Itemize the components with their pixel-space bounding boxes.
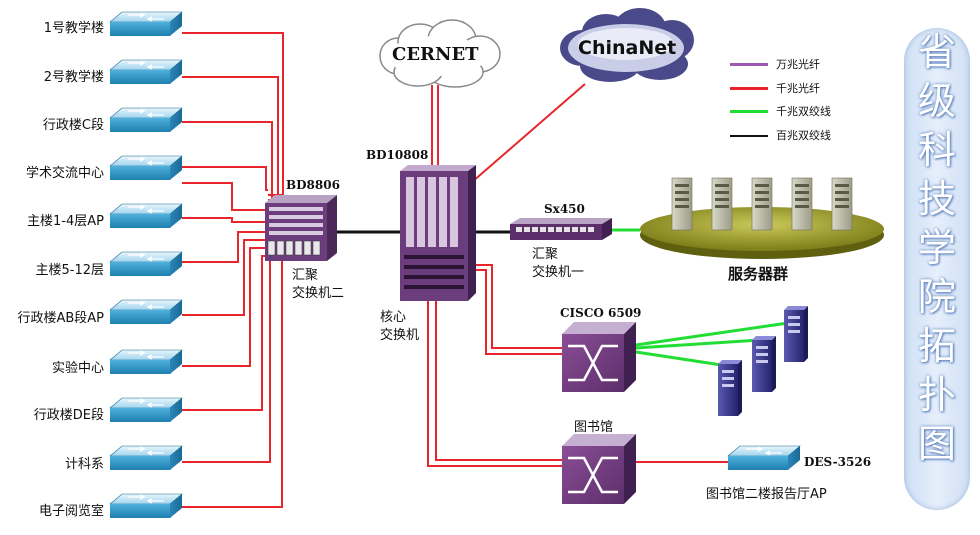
access-switch-icon xyxy=(109,349,183,374)
link-core-cisco xyxy=(472,264,562,355)
access-switch-icon xyxy=(109,397,183,422)
des-3526-label: DES-3526 xyxy=(804,455,872,469)
legend-label: 万兆光纤 xyxy=(776,58,820,71)
core-role-label-2: 交换机 xyxy=(380,328,420,343)
legend-swatch xyxy=(730,63,768,66)
access-label: 2号教学楼 xyxy=(43,70,104,85)
chinanet-cloud xyxy=(560,8,694,82)
link-core-library xyxy=(427,300,562,467)
access-switch-icon xyxy=(109,203,183,228)
access-label: 1号教学楼 xyxy=(43,21,104,36)
bd8806-role-label-2: 交换机二 xyxy=(292,286,345,301)
access-switch-icon xyxy=(109,493,183,518)
bd8806-model-label: BD8806 xyxy=(286,178,340,192)
tower-server-group xyxy=(718,306,808,416)
core-model-label: BD10808 xyxy=(366,148,429,162)
access-switch-icon xyxy=(109,155,183,180)
title-char: 省 xyxy=(917,30,956,74)
access-label: 主楼5-12层 xyxy=(35,263,104,278)
server-icon xyxy=(831,177,853,231)
link-core-chinanet xyxy=(471,83,586,183)
access-switch-icon xyxy=(109,251,183,276)
title-char: 级 xyxy=(917,79,956,123)
server-farm-label: 服务器群 xyxy=(728,265,789,283)
core-switch-device xyxy=(400,165,476,301)
access-label: 行政楼C段 xyxy=(42,118,104,133)
des-location-label: 图书馆二楼报告厅AP xyxy=(706,487,827,502)
title-panel: 省 级 科 技 学 院 拓 扑 图 xyxy=(904,28,970,510)
tower-server-icon xyxy=(718,360,742,416)
bd8806-device xyxy=(265,195,337,261)
access-label: 行政楼AB段AP xyxy=(17,311,104,326)
link-core-cernet xyxy=(431,85,439,165)
tower-server-icon xyxy=(752,336,776,392)
sx450-model-label: Sx450 xyxy=(544,202,585,216)
bd8806-role-label-1: 汇聚 xyxy=(292,268,319,283)
access-switch-icon xyxy=(109,11,183,36)
legend-label: 千兆光纤 xyxy=(776,82,820,95)
sx450-role-label-1: 汇聚 xyxy=(532,247,559,262)
server-group xyxy=(671,177,853,231)
access-uplinks xyxy=(182,32,284,508)
title-char: 拓 xyxy=(917,324,956,368)
access-switch-icon xyxy=(109,299,183,324)
link-cisco-towers xyxy=(635,320,796,368)
access-label: 主楼1-4层AP xyxy=(27,214,104,229)
access-label: 行政楼DE段 xyxy=(33,408,104,423)
legend-label: 千兆双绞线 xyxy=(776,105,831,118)
access-label: 实验中心 xyxy=(51,361,104,376)
legend-swatch xyxy=(730,135,768,137)
legend-label: 百兆双绞线 xyxy=(776,129,831,142)
chinanet-label: ChinaNet xyxy=(578,37,677,59)
access-label: 计科系 xyxy=(64,457,104,472)
cisco-6509-label: CISCO 6509 xyxy=(560,306,642,320)
server-icon xyxy=(671,177,693,231)
title-char: 学 xyxy=(917,226,956,270)
title-char: 技 xyxy=(917,177,956,221)
sx450-role-label-2: 交换机一 xyxy=(532,265,585,280)
cernet-label: CERNET xyxy=(392,44,479,65)
library-label: 图书馆 xyxy=(574,420,614,435)
access-label: 学术交流中心 xyxy=(25,166,104,181)
access-switch-icon xyxy=(109,59,183,84)
des-3526-device xyxy=(727,445,801,470)
server-icon xyxy=(751,177,773,231)
cernet-cloud xyxy=(379,19,501,88)
access-label: 电子阅览室 xyxy=(38,504,104,519)
cisco-6509-device xyxy=(562,322,636,392)
access-switch-group xyxy=(109,11,183,518)
legend-swatch xyxy=(730,110,768,113)
core-role-label-1: 核心 xyxy=(380,310,407,325)
server-icon xyxy=(711,177,733,231)
access-switch-icon xyxy=(109,445,183,470)
legend-swatch xyxy=(730,87,768,90)
title-char: 科 xyxy=(917,128,956,172)
server-icon xyxy=(791,177,813,231)
title-char: 扑 xyxy=(917,373,956,417)
sx450-device xyxy=(510,218,612,240)
title-char: 图 xyxy=(917,422,956,466)
library-switch-device xyxy=(562,434,636,504)
title-char: 院 xyxy=(917,275,956,319)
access-switch-icon xyxy=(109,107,183,132)
tower-server-icon xyxy=(784,306,808,362)
